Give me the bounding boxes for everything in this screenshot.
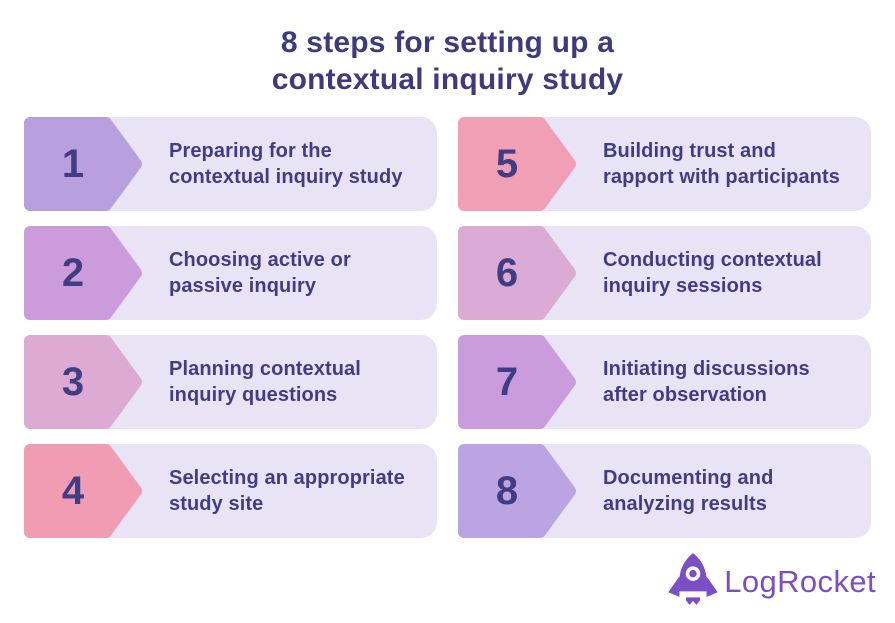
step-label-line: Conducting contextual [603, 249, 822, 271]
step-row-4: 4 Selecting an appropriate study site [24, 444, 437, 538]
step-label-line: rapport with participants [603, 166, 840, 188]
step-row-3: 3 Planning contextual inquiry questions [24, 335, 437, 429]
step-row-6: 6 Conducting contextual inquiry sessions [458, 226, 871, 320]
step-label: Choosing active or passive inquiry [169, 226, 351, 320]
step-label-line: Building trust and [603, 140, 776, 162]
step-label-line: Choosing active or [169, 249, 351, 271]
step-label: Conducting contextual inquiry sessions [603, 226, 822, 320]
step-number: 2 [61, 250, 85, 295]
step-label-line: Preparing for the [169, 140, 332, 162]
step-label-line: Planning contextual [169, 358, 361, 380]
step-label: Preparing for the contextual inquiry stu… [169, 117, 403, 211]
step-row-7: 7 Initiating discussions after observati… [458, 335, 871, 429]
page-title-line: 8 steps for setting up a [280, 26, 615, 59]
step-arrow-shape [24, 444, 142, 538]
step-label-line: Selecting an appropriate [169, 467, 405, 489]
step-label-line: Initiating discussions [603, 358, 810, 380]
page-title-line: contextual inquiry study [271, 63, 624, 96]
steps-grid: 1 Preparing for the contextual inquiry s… [24, 117, 871, 538]
step-number: 7 [495, 359, 519, 404]
step-label-line: Documenting and [603, 467, 774, 489]
step-number: 6 [495, 250, 519, 295]
step-label-line: inquiry questions [169, 384, 338, 406]
step-label: Planning contextual inquiry questions [169, 335, 361, 429]
logo-wordmark: LogRocket [724, 564, 876, 599]
step-row-2: 2 Choosing active or passive inquiry [24, 226, 437, 320]
step-number: 1 [61, 141, 85, 186]
rocket-icon [668, 553, 718, 605]
step-label: Initiating discussions after observation [603, 335, 810, 429]
step-arrow-shape [24, 226, 142, 320]
step-label-line: contextual inquiry study [169, 166, 403, 188]
step-number: 3 [61, 359, 85, 404]
step-number: 5 [495, 141, 519, 186]
step-arrow-shape [458, 444, 576, 538]
step-arrow-shape [24, 335, 142, 429]
step-arrow-shape [24, 117, 142, 211]
step-label-line: passive inquiry [169, 275, 317, 297]
step-row-1: 1 Preparing for the contextual inquiry s… [24, 117, 437, 211]
step-label: Selecting an appropriate study site [169, 444, 405, 538]
step-label-line: after observation [603, 384, 767, 406]
step-label: Documenting and analyzing results [603, 444, 773, 538]
page-title: 8 steps for setting up a contextual inqu… [0, 24, 895, 98]
step-row-5: 5 Building trust and rapport with partic… [458, 117, 871, 211]
step-arrow-shape [458, 226, 576, 320]
step-number: 4 [61, 468, 85, 513]
step-label: Building trust and rapport with particip… [603, 117, 840, 211]
step-label-line: inquiry sessions [603, 275, 763, 297]
step-number: 8 [495, 468, 519, 513]
step-arrow-shape [458, 335, 576, 429]
step-row-8: 8 Documenting and analyzing results [458, 444, 871, 538]
step-arrow-shape [458, 117, 576, 211]
logrocket-logo: LogRocket [665, 551, 876, 613]
step-label-line: analyzing results [603, 493, 767, 515]
step-label-line: study site [169, 493, 264, 515]
